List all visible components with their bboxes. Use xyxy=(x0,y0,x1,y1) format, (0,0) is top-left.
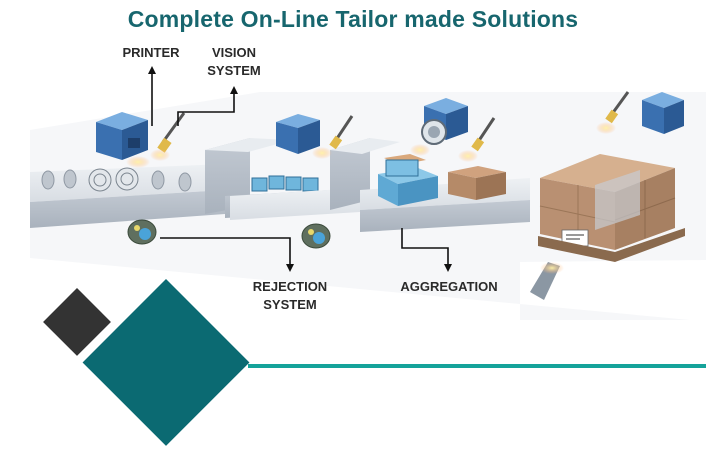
rejection-unit-2 xyxy=(301,223,331,249)
carton-group-1 xyxy=(251,175,319,192)
aggregation-label: AGGREGATION xyxy=(386,278,512,296)
printer-device-2 xyxy=(276,114,354,159)
pallet-label-scanner xyxy=(530,262,564,300)
printer-label: PRINTER xyxy=(106,44,196,62)
printer-callout-arrow xyxy=(148,66,156,126)
aggregation-reader xyxy=(410,98,496,162)
aggregation-callout-arrow xyxy=(401,228,452,272)
conveyor-outfeed xyxy=(360,154,530,232)
teal-divider-line xyxy=(248,364,706,368)
pallet-with-cases xyxy=(538,154,685,262)
vision-label-line2: SYSTEM xyxy=(207,63,261,78)
rejection-system-label: REJECTION SYSTEM xyxy=(238,278,342,314)
aggregation-label-text: AGGREGATION xyxy=(400,279,498,294)
vision-callout-arrow xyxy=(177,86,238,126)
aggregated-bundle xyxy=(378,154,438,206)
vision-system-label: VISION SYSTEM xyxy=(196,44,272,80)
vision-camera-1 xyxy=(150,112,186,161)
decorative-diamonds xyxy=(43,279,250,446)
rejection-label-line2: SYSTEM xyxy=(263,297,317,312)
rejection-unit-1 xyxy=(127,219,157,245)
vision-label-line1: VISION xyxy=(211,45,257,60)
printer-device xyxy=(96,112,150,168)
shipping-case xyxy=(448,166,506,200)
rejection-callout-arrow xyxy=(160,237,294,272)
rejection-label-line1: REJECTION xyxy=(252,279,328,294)
page-title: Complete On-Line Tailor made Solutions xyxy=(127,6,579,32)
printer-label-text: PRINTER xyxy=(122,45,180,60)
pallet-camera xyxy=(596,91,684,134)
conveyor-infeed xyxy=(30,164,225,228)
